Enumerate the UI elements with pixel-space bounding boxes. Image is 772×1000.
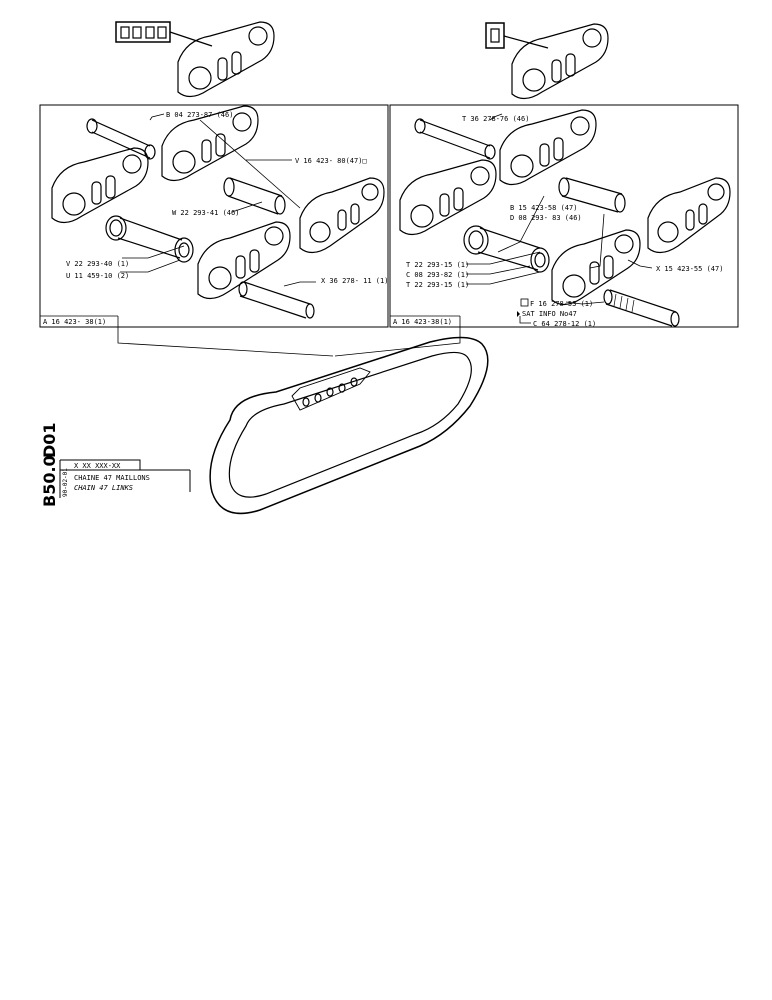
sheet-code-main: D01 <box>40 422 59 458</box>
callout-t2-right: T 22 293-15 (1) <box>406 261 469 269</box>
right-panel-footer: A 16 423-38(1) <box>393 318 452 326</box>
callout-x-left: X 36 278- 11 (1) <box>321 277 388 285</box>
sheet-date: 90-02-01 <box>62 468 69 497</box>
callout-c1-right: C 08 293-82 (1) <box>406 271 469 279</box>
callout-d-right: D 08 293- 83 (46) <box>510 214 582 222</box>
callout-v2-left: V 22 293-40 (1) <box>66 260 129 268</box>
reference-pattern: X XX XXX-XX <box>74 462 121 470</box>
sat-info-note: SAT INFO No47 <box>522 310 577 318</box>
special-link-symbol <box>115 21 171 43</box>
right-panel-frame <box>389 104 739 328</box>
title-french: CHAINE 47 MAILLONS <box>74 474 150 482</box>
callout-b-left: B 04 273-87 (46) <box>166 111 233 119</box>
callout-c2-right: C 64 278-12 (1) <box>533 320 596 328</box>
sheet-code-sub: B50.0 <box>40 455 59 507</box>
callout-t1-right: T 36 278-76 (46) <box>462 115 529 123</box>
callout-x-right: X 15 423-55 (47) <box>656 265 723 273</box>
callout-w-left: W 22 293-41 (46) <box>172 209 239 217</box>
left-panel-footer: A 16 423- 38(1) <box>43 318 106 326</box>
title-english: CHAIN 47 LINKS <box>74 484 133 492</box>
left-panel-frame <box>39 104 389 328</box>
standard-link-symbol <box>485 22 505 49</box>
track-chain-loop <box>209 336 489 515</box>
callout-f-right: F 16 278-53 (1) <box>530 300 593 308</box>
callout-u-left: U 11 459-10 (2) <box>66 272 129 280</box>
top-left-link-drawing <box>177 21 275 98</box>
callout-b-right: B 15 423-58 (47) <box>510 204 577 212</box>
left-panel-parts <box>51 105 385 319</box>
right-panel-parts <box>399 109 731 327</box>
top-right-link-drawing <box>511 23 609 100</box>
callout-v1-left: V 16 423- 80(47)□ <box>295 157 367 165</box>
callout-t3-right: T 22 293-15 (1) <box>406 281 469 289</box>
title-block-frame <box>59 459 191 498</box>
